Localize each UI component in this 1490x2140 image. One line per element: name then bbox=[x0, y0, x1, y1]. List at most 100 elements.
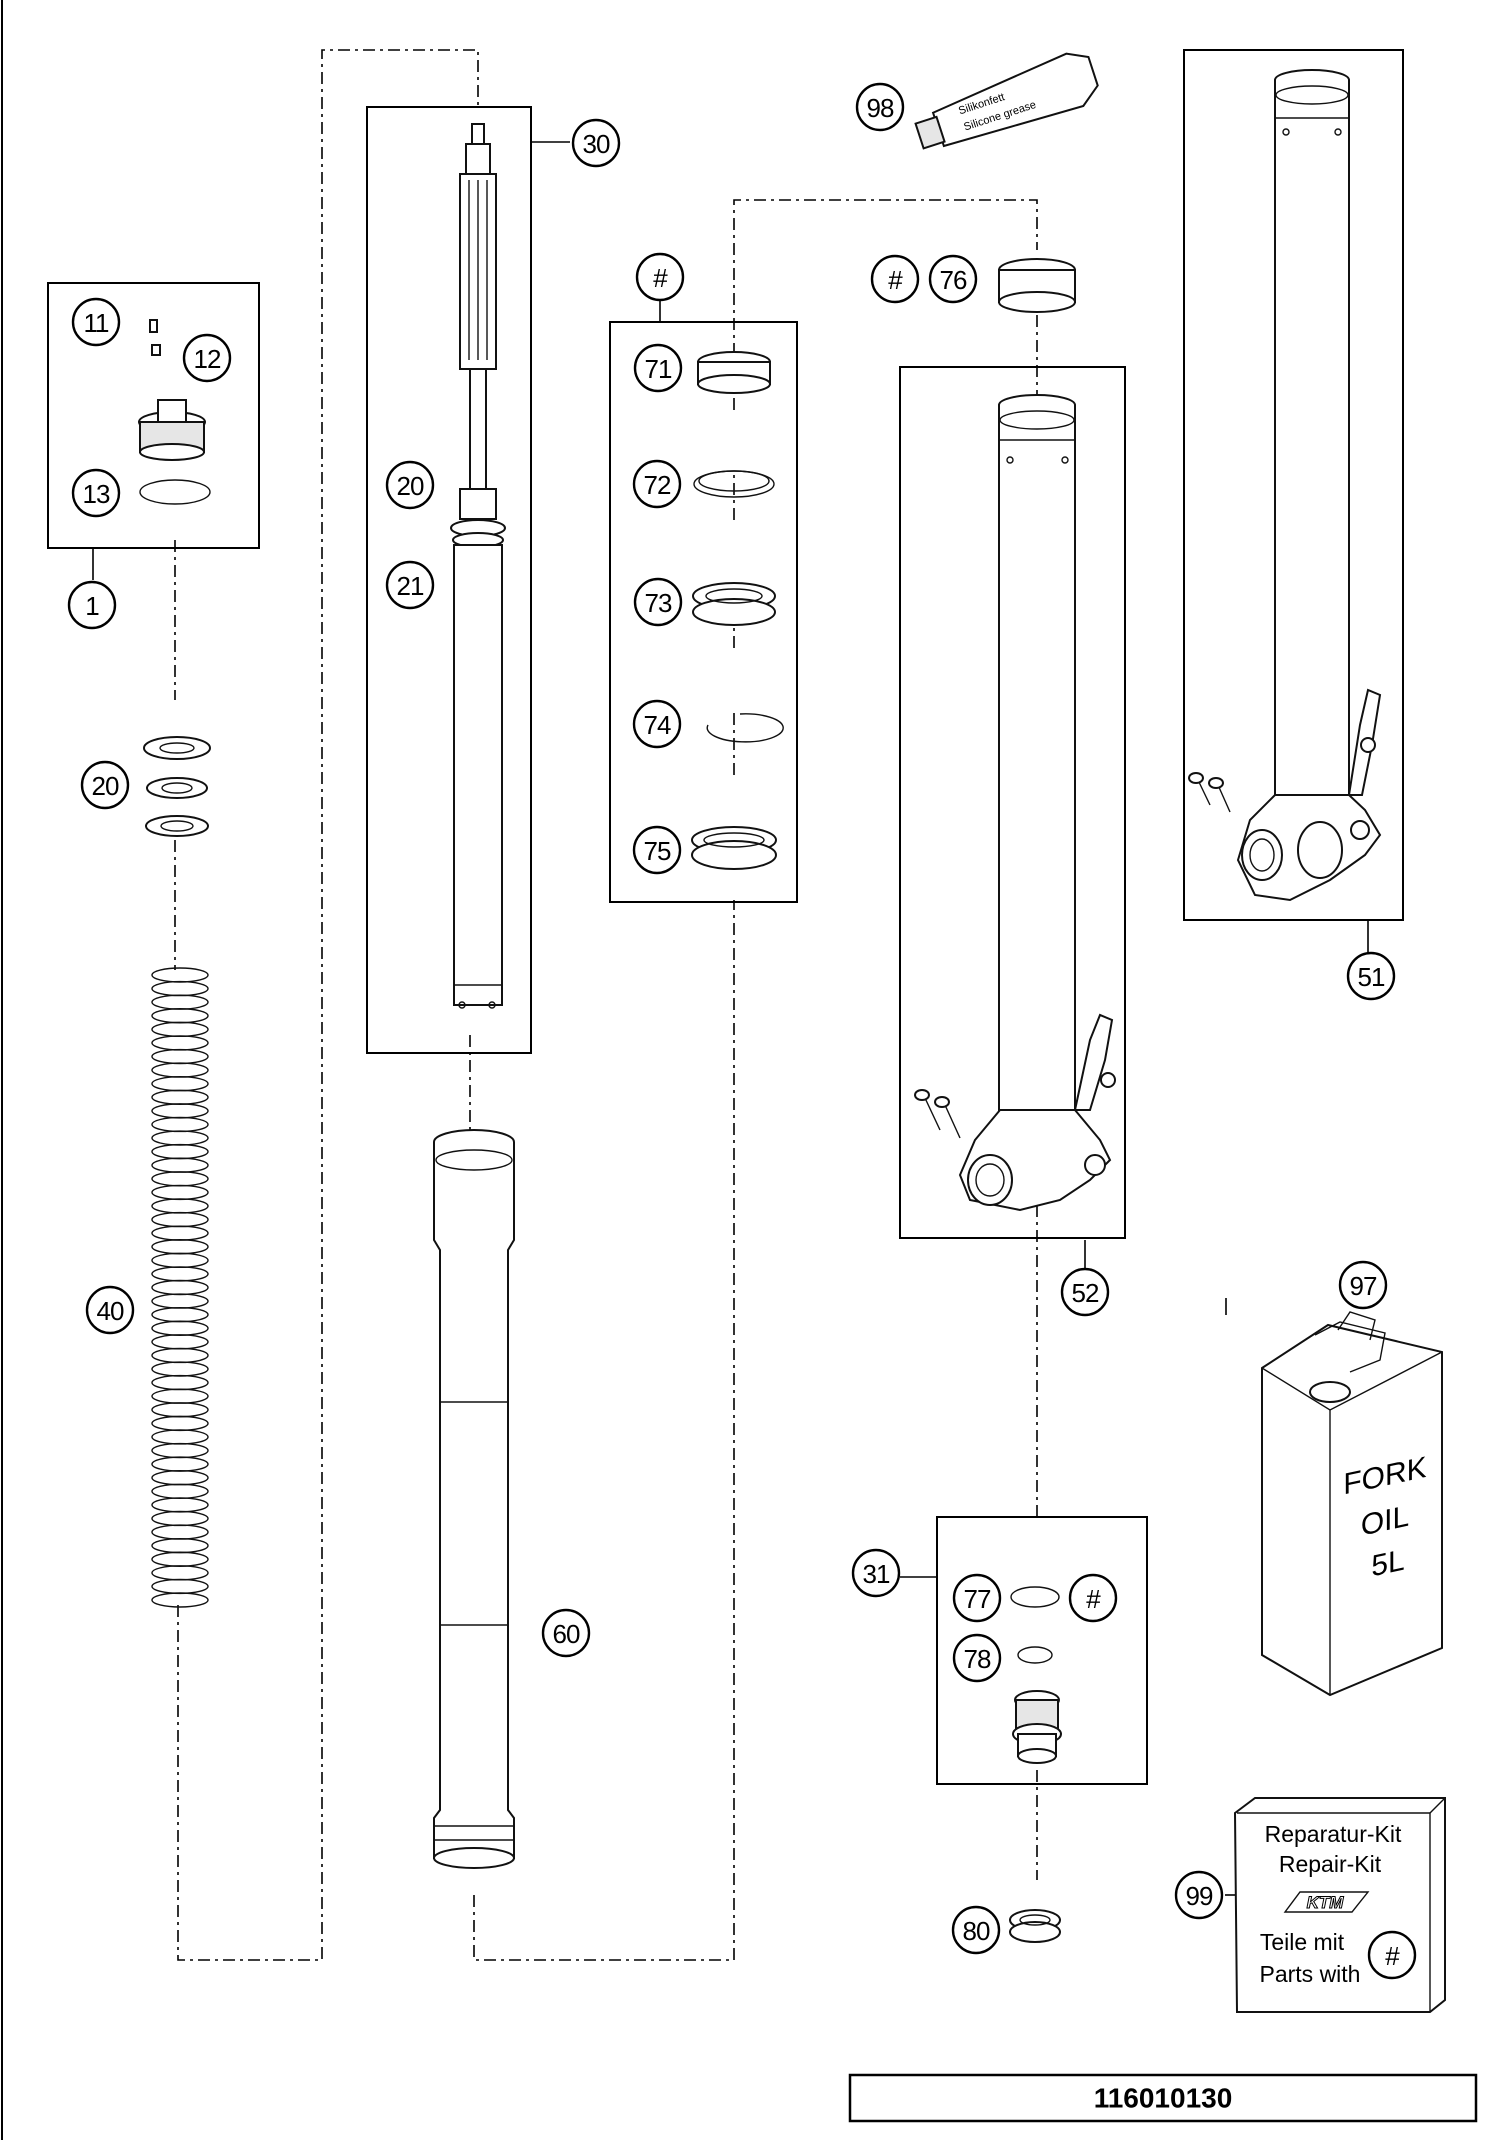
svg-text:11: 11 bbox=[84, 308, 110, 338]
callout-c77: 77 bbox=[952, 1573, 1002, 1623]
spring-coil bbox=[151, 1306, 209, 1323]
spring-coil bbox=[151, 1062, 209, 1078]
svg-text:#: # bbox=[1086, 1584, 1101, 1614]
frame-part-31 bbox=[936, 1516, 1148, 1785]
kit-rings bbox=[691, 351, 784, 870]
spring-coil bbox=[151, 1320, 209, 1336]
repair-kit-line-2: Repair-Kit bbox=[1279, 1851, 1382, 1877]
spring-coil bbox=[151, 1334, 209, 1350]
spring-coil bbox=[151, 1225, 209, 1241]
callout-c30: 30 bbox=[571, 118, 621, 168]
callout-c76: 76 bbox=[928, 254, 978, 304]
svg-text:#: # bbox=[888, 265, 903, 295]
callout-c21: 21 bbox=[385, 560, 435, 610]
spring-coil bbox=[151, 1537, 209, 1554]
frame-part-1 bbox=[47, 282, 260, 549]
spring-coil bbox=[151, 1116, 209, 1133]
ktm-logo: KTM bbox=[1283, 1891, 1370, 1913]
part-51-inner-tube-complete bbox=[1188, 69, 1382, 902]
part-52-inner-tube bbox=[914, 394, 1116, 1212]
spring-coil bbox=[151, 1198, 209, 1214]
drawing-number-box: 116010130 bbox=[848, 2073, 1478, 2123]
svg-text:98: 98 bbox=[867, 93, 894, 123]
svg-text:21: 21 bbox=[397, 571, 424, 601]
svg-text:80: 80 bbox=[963, 1916, 990, 1946]
svg-text:5L: 5L bbox=[1371, 1544, 1404, 1584]
callout-c31: 31 bbox=[851, 1548, 901, 1598]
spring-coil bbox=[151, 1524, 209, 1540]
spring-coil bbox=[151, 1388, 209, 1404]
callout-hash-77: # bbox=[1068, 1573, 1118, 1623]
shims-20 bbox=[143, 736, 211, 837]
o-ring-13 bbox=[139, 479, 211, 505]
spring-coil bbox=[151, 1483, 209, 1500]
svg-text:72: 72 bbox=[644, 470, 671, 500]
spring-coil bbox=[151, 1048, 209, 1065]
part-30-damper-cartridge bbox=[450, 123, 506, 1009]
spring-coil bbox=[151, 1578, 209, 1595]
repair-kit-line-3: Teile mit bbox=[1260, 1929, 1345, 1955]
svg-text:#: # bbox=[653, 263, 668, 293]
spring-coil bbox=[151, 1266, 209, 1282]
svg-text:74: 74 bbox=[644, 710, 671, 740]
part-60-outer-tube bbox=[433, 1129, 515, 1869]
callout-c99: 99 bbox=[1174, 1870, 1224, 1920]
svg-text:13: 13 bbox=[83, 479, 110, 509]
frame-kit bbox=[609, 321, 798, 903]
part-76-bushing bbox=[998, 258, 1076, 313]
svg-text:12: 12 bbox=[194, 344, 221, 374]
spring-coil bbox=[151, 1415, 209, 1432]
svg-text:20: 20 bbox=[397, 471, 424, 501]
spring-coil bbox=[151, 1252, 209, 1269]
svg-text:51: 51 bbox=[1358, 962, 1385, 992]
svg-text:52: 52 bbox=[1072, 1278, 1099, 1308]
callout-c51: 51 bbox=[1346, 951, 1396, 1001]
part-98-grease-tube: Silikonfett Silicone grease bbox=[914, 52, 1099, 150]
callout-c1: 1 bbox=[67, 580, 117, 630]
part-31-compression-valve bbox=[1010, 1586, 1062, 1764]
callout-hash-99: # bbox=[1367, 1930, 1417, 1980]
frame-part-30 bbox=[366, 106, 532, 1054]
callout-c98: 98 bbox=[855, 82, 905, 132]
spring-40 bbox=[151, 967, 209, 1608]
svg-text:60: 60 bbox=[553, 1619, 580, 1649]
callout-c74: 74 bbox=[632, 699, 682, 749]
spring-coil bbox=[151, 1470, 209, 1486]
spring-coil bbox=[151, 1103, 209, 1119]
svg-text:71: 71 bbox=[645, 354, 672, 384]
spring-coil bbox=[151, 1442, 209, 1459]
spring-coil bbox=[151, 994, 209, 1010]
callout-c73: 73 bbox=[633, 577, 683, 627]
leader-lines bbox=[92, 49, 1369, 1961]
svg-text:78: 78 bbox=[964, 1644, 991, 1674]
spring-coil bbox=[151, 1592, 209, 1608]
spring-coil bbox=[151, 1347, 209, 1364]
svg-text:20: 20 bbox=[92, 771, 119, 801]
spring-coil bbox=[151, 1130, 209, 1146]
callout-c20a: 20 bbox=[385, 460, 435, 510]
spring-coil bbox=[151, 1456, 209, 1472]
svg-text:77: 77 bbox=[964, 1584, 991, 1614]
callout-hash-kit: # bbox=[635, 252, 685, 302]
spring-coil bbox=[151, 1089, 209, 1105]
callout-c80: 80 bbox=[951, 1905, 1001, 1955]
spring-coil bbox=[151, 1075, 209, 1092]
spring-coil bbox=[151, 1293, 209, 1309]
svg-text:73: 73 bbox=[645, 588, 672, 618]
part-97-fork-oil-can: FORK OIL 5L bbox=[1261, 1311, 1443, 1697]
spring-coil bbox=[151, 1551, 209, 1567]
part-99-repair-kit-box: Reparatur-Kit Repair-Kit KTM Teile mit P… bbox=[1233, 1797, 1446, 2013]
callout-c72: 72 bbox=[632, 459, 682, 509]
spring-coil bbox=[151, 1374, 209, 1391]
spring-coil bbox=[151, 1510, 209, 1527]
spring-coil bbox=[151, 1429, 209, 1445]
spring-coil bbox=[151, 1402, 209, 1418]
callout-c78: 78 bbox=[952, 1633, 1002, 1683]
svg-text:31: 31 bbox=[863, 1559, 890, 1589]
spring-coil bbox=[151, 1184, 209, 1201]
callout-c40: 40 bbox=[85, 1285, 135, 1335]
spring-coil bbox=[151, 1171, 209, 1187]
drawing-number: 116010130 bbox=[1094, 2083, 1233, 2114]
frame-part-52 bbox=[899, 366, 1126, 1239]
